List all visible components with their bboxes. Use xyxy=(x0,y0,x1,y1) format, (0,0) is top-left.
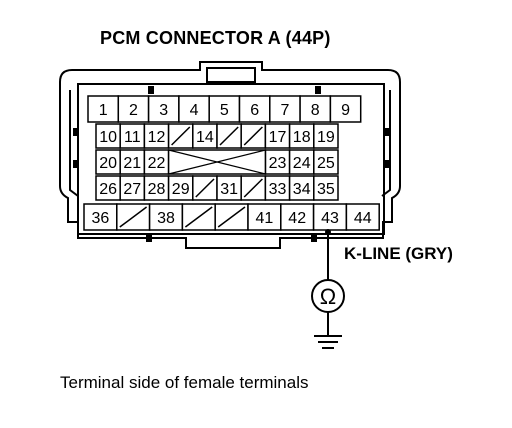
terminal-number: 44 xyxy=(354,210,372,227)
side-notch-left-2 xyxy=(73,160,79,168)
terminal-number: 22 xyxy=(148,155,166,172)
bottom-notch-left xyxy=(146,234,152,242)
probe-dot xyxy=(325,229,331,235)
terminal-cell xyxy=(264,175,291,201)
terminal-number: 9 xyxy=(341,102,350,119)
terminal-number: 20 xyxy=(99,155,117,172)
terminal-number: 1 xyxy=(99,102,108,119)
empty-cavity-slash xyxy=(243,178,263,198)
terminal-cell xyxy=(216,175,242,201)
terminal-frame xyxy=(77,83,385,235)
diagram-title: PCM CONNECTOR A (44P) xyxy=(100,28,331,48)
terminal-cell xyxy=(238,95,271,123)
ohm-symbol: Ω xyxy=(320,284,336,309)
terminal-number: 8 xyxy=(311,102,320,119)
empty-cavity-slash xyxy=(217,206,246,228)
terminal-number: 33 xyxy=(269,181,287,198)
terminal-cell xyxy=(280,203,315,231)
terminal-number: 24 xyxy=(293,155,311,172)
terminal-cell xyxy=(143,123,170,149)
terminal-cell xyxy=(143,149,170,175)
terminal-number: 19 xyxy=(317,129,335,146)
terminal-number: 23 xyxy=(269,155,287,172)
terminal-cell xyxy=(178,95,210,123)
terminal-cell xyxy=(313,175,339,201)
terminal-number: 10 xyxy=(99,129,117,146)
terminal-number: 27 xyxy=(123,181,141,198)
terminal-cell xyxy=(143,175,170,201)
terminal-number: 14 xyxy=(196,129,214,146)
empty-cavity-slash xyxy=(243,126,263,146)
top-notch-left xyxy=(148,86,154,94)
terminal-cell xyxy=(288,175,315,201)
terminal-cell xyxy=(313,149,339,175)
terminal-cell xyxy=(264,149,291,175)
terminal-cell xyxy=(299,95,332,123)
terminal-number: 6 xyxy=(250,102,259,119)
terminal-number: 11 xyxy=(124,129,141,146)
terminal-number: 25 xyxy=(317,155,335,172)
empty-cavity-slash xyxy=(119,206,148,228)
connector-housing xyxy=(59,61,401,249)
side-notch-right-2 xyxy=(383,160,389,168)
terminal-cell xyxy=(313,123,339,149)
top-notch-right xyxy=(315,86,321,94)
ground-icon xyxy=(314,335,342,349)
terminal-cell xyxy=(119,123,146,149)
terminal-number: 26 xyxy=(99,181,117,198)
terminal-cell xyxy=(167,175,194,201)
side-notch-left-1 xyxy=(73,128,79,136)
terminal-number: 3 xyxy=(159,102,168,119)
terminal-number: 29 xyxy=(172,181,190,198)
terminal-cell xyxy=(95,123,121,149)
terminal-number: 42 xyxy=(288,210,306,227)
terminal-cell xyxy=(95,175,121,201)
terminal-number: 4 xyxy=(190,102,199,119)
terminal-number: 17 xyxy=(269,129,287,146)
terminal-number: 31 xyxy=(220,181,238,198)
terminal-number: 12 xyxy=(148,129,166,146)
terminal-number: 7 xyxy=(280,102,289,119)
bottom-notch-right xyxy=(311,234,317,242)
diagram-caption: Terminal side of female terminals xyxy=(60,373,309,392)
terminal-number: 2 xyxy=(129,102,138,119)
terminal-number: 18 xyxy=(293,129,311,146)
terminal-cell xyxy=(329,95,362,123)
empty-cavity-slash xyxy=(219,126,239,146)
k-line-label: K-LINE (GRY) xyxy=(344,244,453,263)
blank-zone-cross xyxy=(168,149,266,175)
terminal-number: 28 xyxy=(148,181,166,198)
terminal-number: 21 xyxy=(123,155,141,172)
terminal-number: 34 xyxy=(293,181,311,198)
terminal-number: 41 xyxy=(256,210,274,227)
terminal-number: 38 xyxy=(157,210,175,227)
terminal-number: 35 xyxy=(317,181,335,198)
empty-cavity-slash xyxy=(184,206,213,228)
terminal-number: 36 xyxy=(92,210,110,227)
terminal-cell xyxy=(288,123,315,149)
terminal-number-measured: 43 xyxy=(321,210,339,227)
empty-cavity-slash xyxy=(195,178,215,198)
side-notch-right-1 xyxy=(383,128,389,136)
terminal-cell xyxy=(345,203,380,231)
terminal-number: 5 xyxy=(220,102,229,119)
terminal-cell xyxy=(83,203,118,231)
empty-cavity-slash xyxy=(171,126,191,146)
terminal-cell xyxy=(208,95,241,123)
terminal-cell xyxy=(87,95,120,123)
connector-latch xyxy=(206,67,256,83)
